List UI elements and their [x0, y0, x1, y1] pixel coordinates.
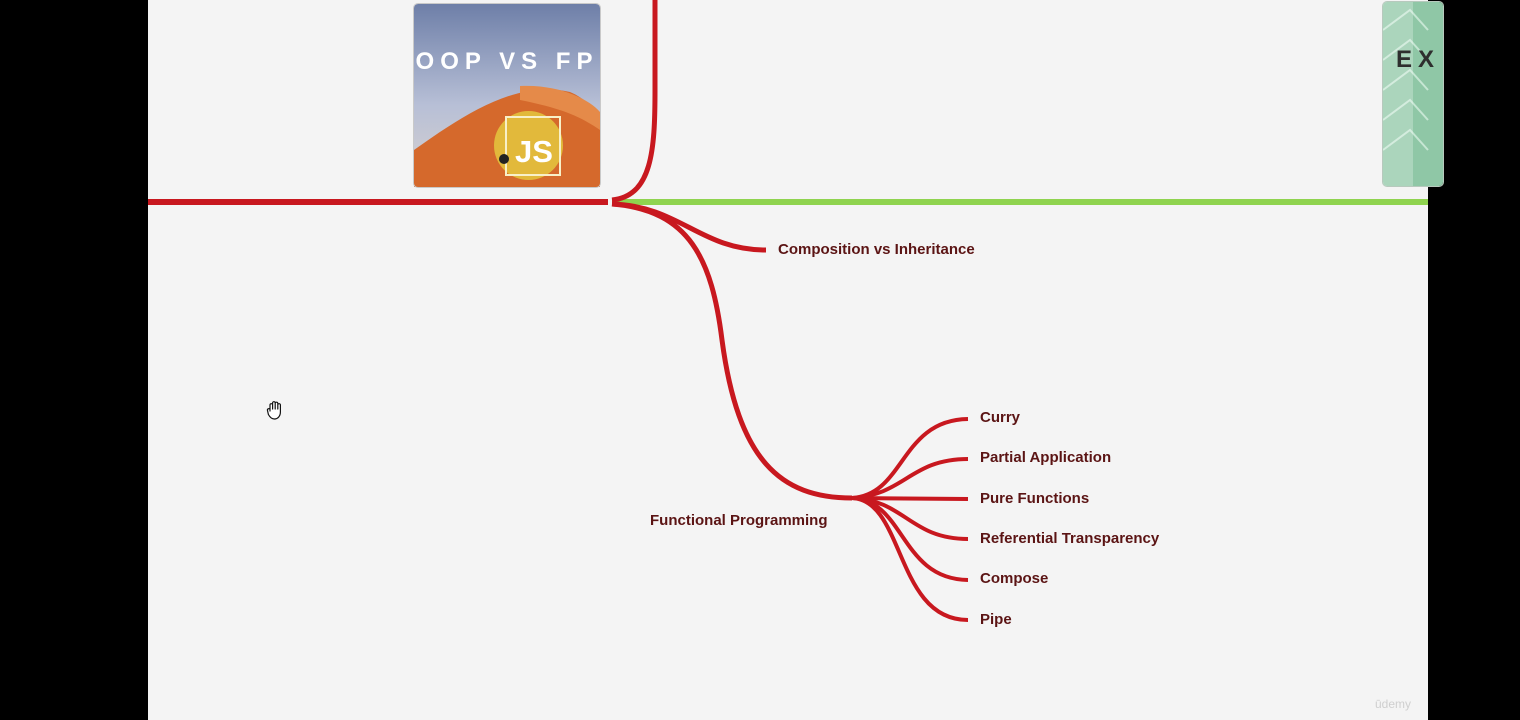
udemy-watermark: ūdemy: [1375, 697, 1412, 711]
node-composition-vs-inheritance[interactable]: Composition vs Inheritance: [778, 241, 975, 258]
js-badge-text: JS: [515, 134, 553, 169]
next-topic-card-title: EX: [1396, 46, 1441, 73]
node-pure-functions[interactable]: Pure Functions: [980, 490, 1090, 507]
branch-pure: [851, 496, 969, 501]
branch-pipe: [851, 496, 969, 622]
next-topic-thumbnail-art: [1382, 2, 1443, 186]
topic-card-title: OOP VS FP: [415, 48, 599, 75]
node-referential-transparency[interactable]: Referential Transparency: [980, 530, 1160, 547]
node-partial-application[interactable]: Partial Application: [980, 449, 1112, 466]
js-logo-dot: [499, 154, 509, 164]
mind-map-canvas[interactable]: [148, 0, 1428, 720]
branch-functional-programming: [611, 201, 853, 501]
oop-vs-fp-topic-card[interactable]: OOP VS FP JS: [414, 4, 600, 187]
node-pipe[interactable]: Pipe: [980, 611, 1012, 628]
left-letterbox: [0, 0, 148, 720]
branch-up: [611, 0, 658, 203]
node-curry[interactable]: Curry: [980, 409, 1021, 426]
next-topic-card[interactable]: EX: [1383, 2, 1443, 186]
js-logo-frame: [505, 116, 561, 176]
branch-partial: [851, 457, 969, 500]
grab-hand-icon: [266, 401, 281, 420]
right-letterbox: [1428, 0, 1520, 720]
node-functional-programming[interactable]: Functional Programming: [650, 512, 828, 529]
node-compose[interactable]: Compose: [980, 570, 1049, 587]
